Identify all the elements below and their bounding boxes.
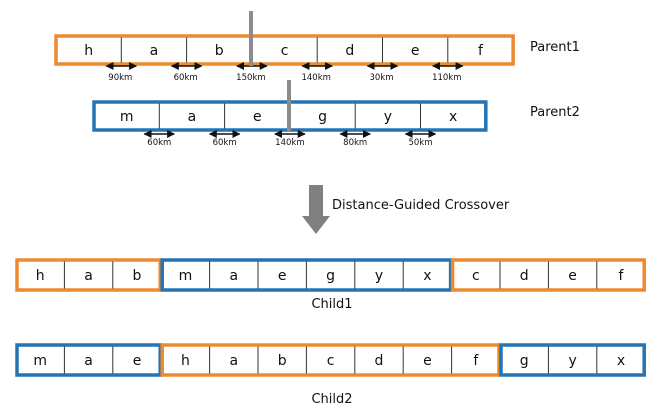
distance-label: 50km [408, 138, 432, 148]
segment-outline [499, 343, 646, 377]
gene-cell: e [568, 268, 577, 284]
gene-cell: d [375, 353, 384, 369]
distance-label: 60km [147, 138, 171, 148]
parent1-distances: 90km 60km 150km 140km 30km 110km [105, 62, 464, 83]
gene-cell: e [278, 268, 287, 284]
gene-cell: f [478, 43, 484, 59]
parent1-outline [54, 34, 515, 66]
distance-label: 110km [432, 73, 461, 83]
operation-label: Distance-Guided Crossover [332, 198, 510, 213]
gene-cell: d [520, 268, 529, 284]
gene-cell: m [120, 109, 134, 125]
gene-cell: c [472, 268, 480, 284]
gene-cell: d [345, 43, 354, 59]
gene-cell: b [133, 268, 142, 284]
gene-cell: x [617, 353, 625, 369]
gene-cell: y [375, 268, 383, 284]
child1-label: Child1 [311, 297, 352, 312]
gene-cell: a [84, 268, 93, 284]
distance-label: 30km [369, 73, 393, 83]
parent2-distances: 60km 60km 140km 80km 50km [143, 130, 437, 148]
gene-cell: e [411, 43, 420, 59]
gene-cell: m [179, 268, 193, 284]
distance-label: 140km [301, 73, 330, 83]
segment-outline [15, 258, 162, 292]
distance-label: 80km [343, 138, 367, 148]
gene-cell: g [520, 353, 529, 369]
segment-outline [160, 343, 501, 377]
segment-orange: c d e f [450, 258, 646, 292]
gene-cell: a [230, 268, 239, 284]
gene-cell: h [36, 268, 45, 284]
gene-cell: a [230, 353, 239, 369]
gene-cell: x [449, 109, 457, 125]
distance-label: 90km [108, 73, 132, 83]
gene-cell: c [327, 353, 335, 369]
gene-cell: a [188, 109, 197, 125]
gene-cell: h [181, 353, 190, 369]
gene-cell: b [278, 353, 287, 369]
parent1-cut-line [249, 11, 253, 66]
gene-cell: m [33, 353, 47, 369]
distance-label: 140km [275, 138, 304, 148]
gene-cell: f [619, 268, 625, 284]
distance-label: 150km [236, 73, 265, 83]
gene-cell: a [84, 353, 93, 369]
gene-cell: g [318, 109, 327, 125]
gene-cell: y [384, 109, 392, 125]
gene-cell: a [150, 43, 159, 59]
gene-cell: x [423, 268, 431, 284]
gene-cell: e [423, 353, 432, 369]
segment-outline [15, 343, 162, 377]
distance-label: 60km [213, 138, 237, 148]
parent1-label: Parent1 [530, 40, 580, 55]
down-arrow-icon [302, 185, 330, 234]
gene-cell: f [473, 353, 479, 369]
gene-cell: e [253, 109, 262, 125]
parent2-label: Parent2 [530, 105, 580, 120]
gene-cell: g [326, 268, 335, 284]
gene-cell: h [84, 43, 93, 59]
child2-label: Child2 [311, 392, 352, 407]
gene-cell: b [215, 43, 224, 59]
gene-cell: c [281, 43, 289, 59]
parent2-cut-line [287, 80, 291, 132]
distance-label: 60km [174, 73, 198, 83]
gene-cell: y [568, 353, 576, 369]
gene-cell: e [133, 353, 142, 369]
